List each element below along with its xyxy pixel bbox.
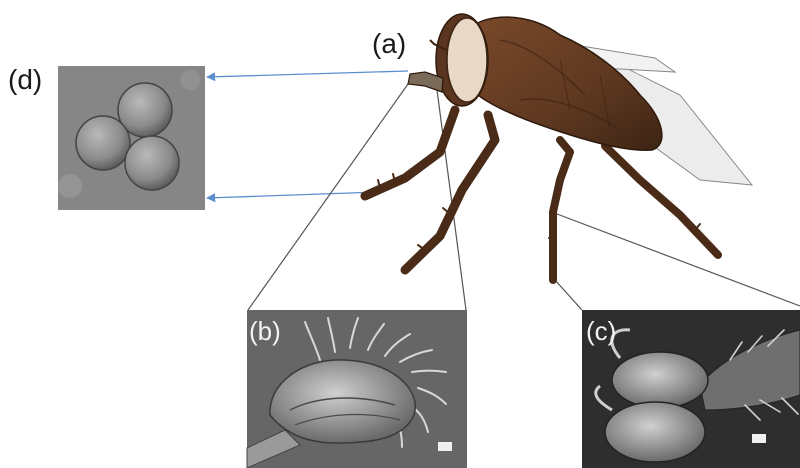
- panel-label-a: (a): [372, 30, 406, 58]
- scale-bar-b: [438, 442, 452, 451]
- foot-pad-upper: [612, 352, 708, 408]
- arrow-to-virus-upper: [207, 71, 408, 77]
- virus-particle-left: [76, 116, 130, 170]
- foot-pad-lower: [605, 402, 705, 462]
- fly-leg-hind: [553, 140, 570, 280]
- panel-label-c: (c): [586, 318, 616, 344]
- fly-compound-eye: [447, 18, 487, 102]
- arrow-to-virus-lower: [207, 192, 378, 198]
- virus-particle-right: [125, 136, 179, 190]
- virus-micrograph-panel: [58, 66, 205, 210]
- scale-bar-c: [752, 434, 766, 443]
- panel-label-b: (b): [249, 318, 281, 344]
- fly-illustration: [365, 14, 752, 280]
- panel-label-d: (d): [8, 66, 42, 94]
